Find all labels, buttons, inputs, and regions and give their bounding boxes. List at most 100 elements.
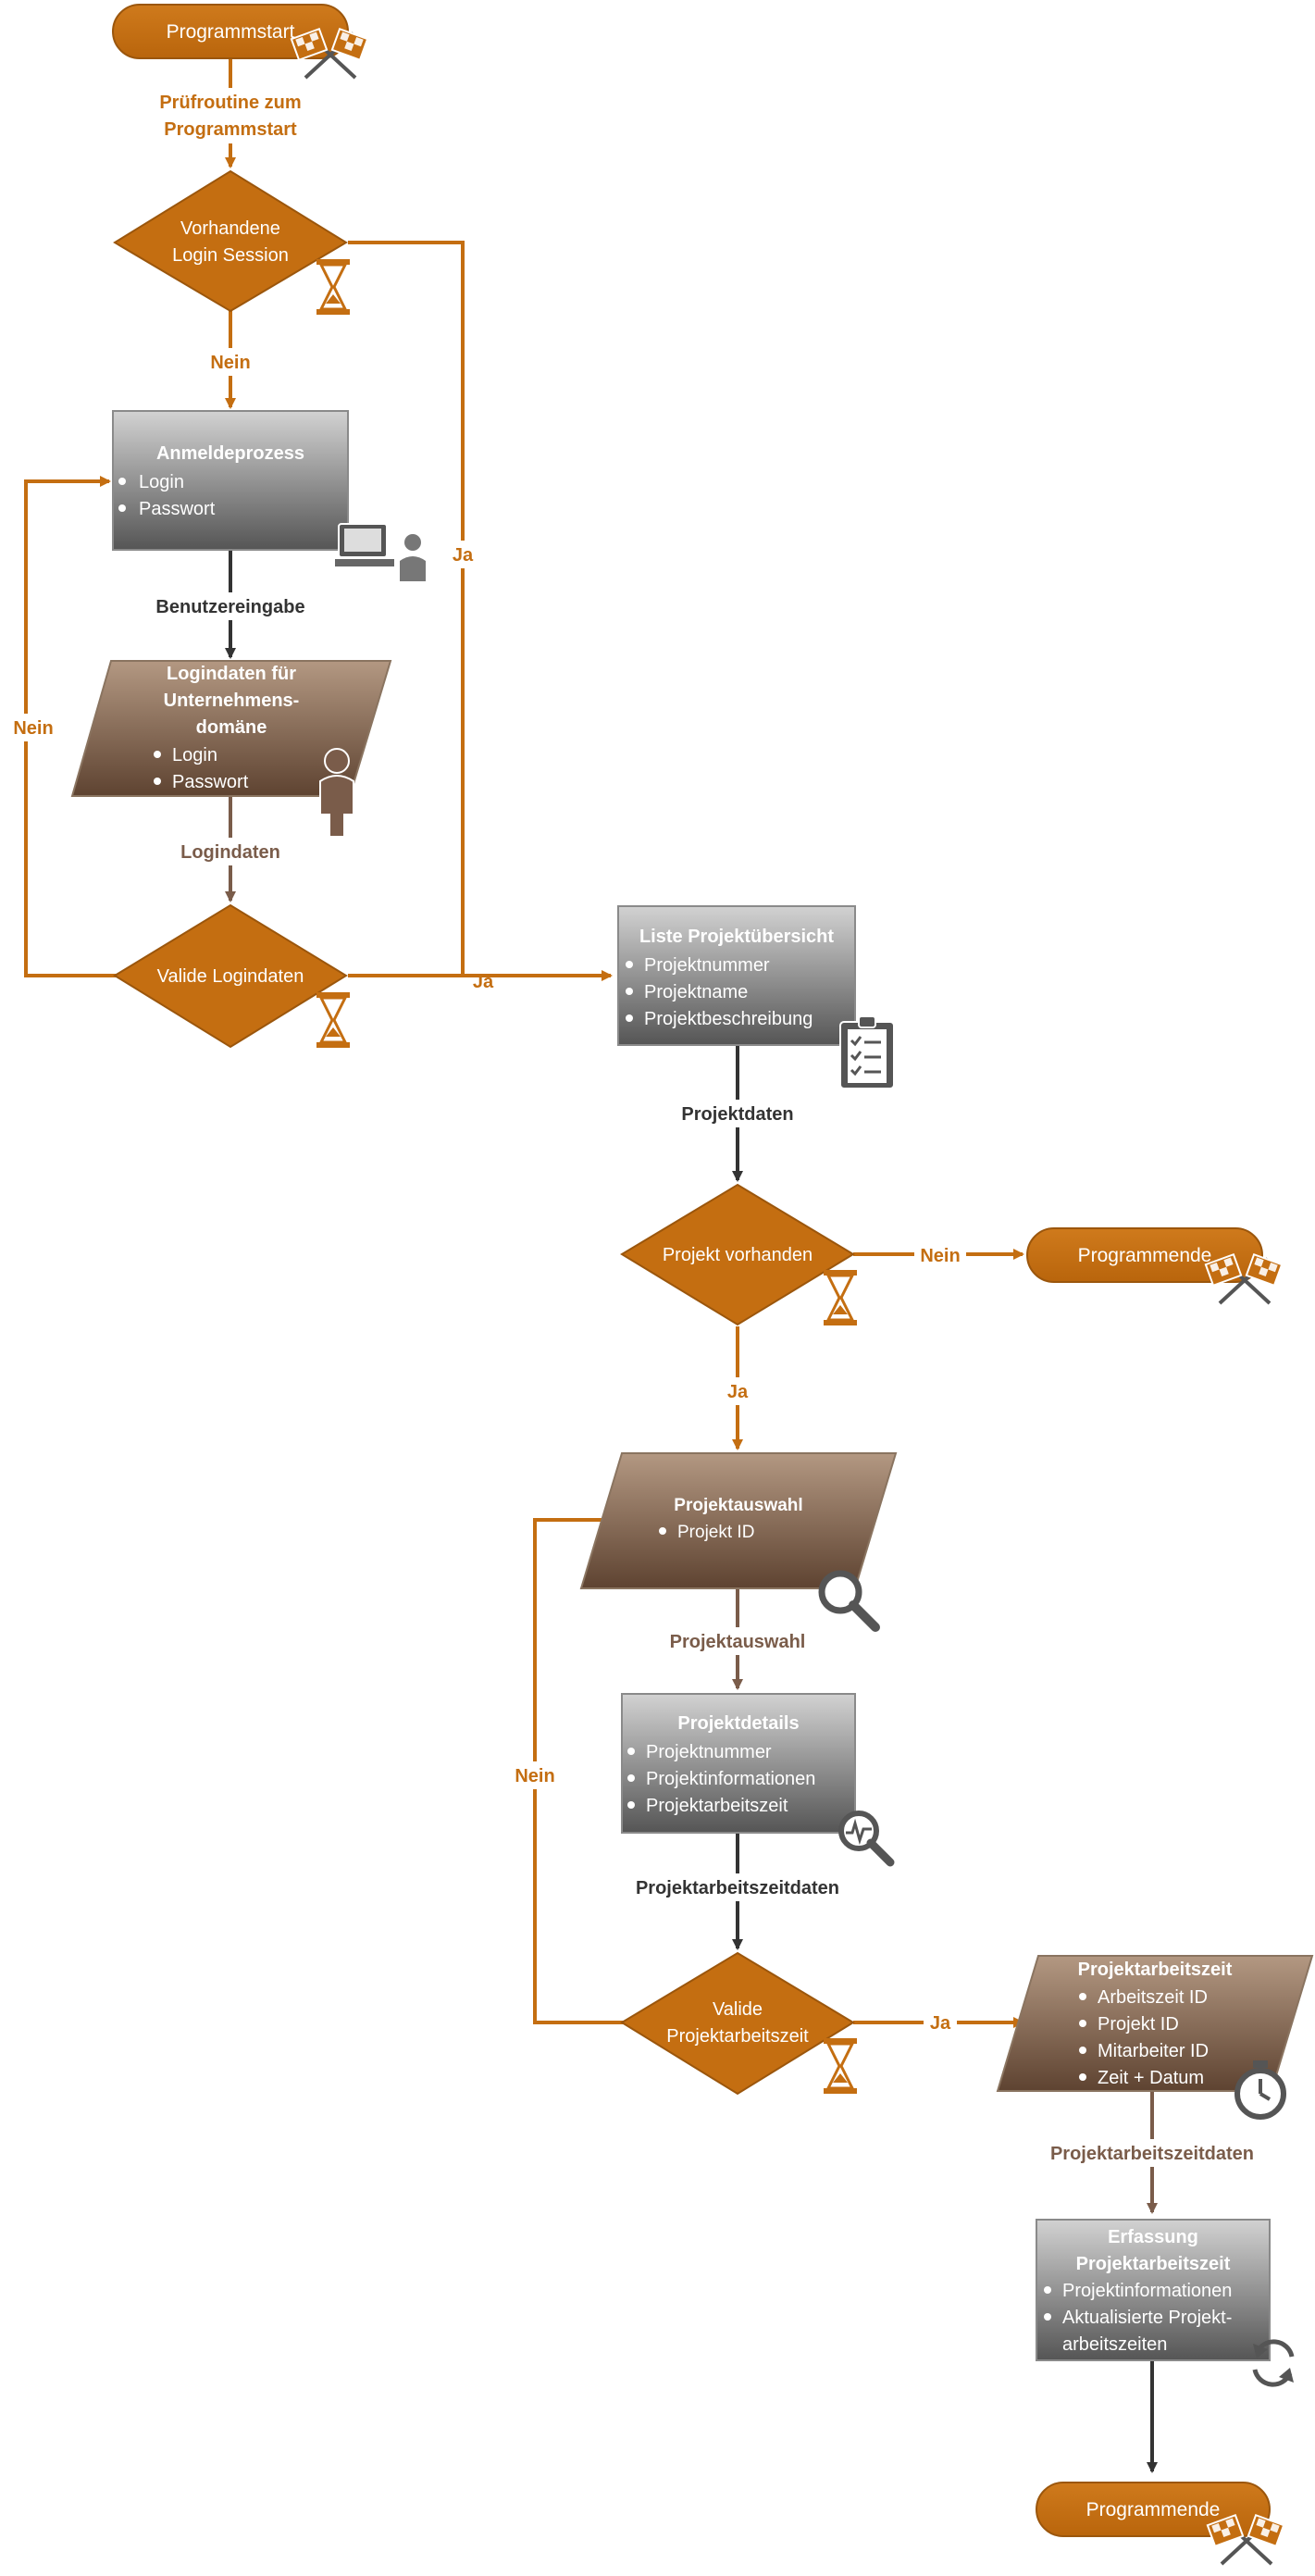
racing-flags-icon	[1206, 2513, 1285, 2566]
bullet	[1079, 2047, 1086, 2054]
data-worktime-title: Projektarbeitszeit	[1078, 1960, 1233, 1980]
process-project-list-item-3: Projektbeschreibung	[644, 1009, 813, 1029]
edge-label-session-no: Nein	[210, 353, 250, 373]
edge-label-exists-no: Nein	[920, 1246, 960, 1266]
data-login-title-2: Unternehmens-	[164, 691, 300, 711]
edge-label-logindata: Logindaten	[180, 842, 280, 863]
edge-label-valid-no: Nein	[13, 718, 53, 739]
process-login-item-2: Passwort	[139, 499, 216, 519]
bullet	[118, 504, 126, 512]
edge-label-projectdata: Projektdaten	[681, 1104, 793, 1125]
bullet	[118, 478, 126, 485]
process-capture: Erfassung Projektarbeitszeit Projektinfo…	[1036, 2219, 1271, 2361]
edge-label-check-1: Prüfroutine zum	[159, 93, 301, 113]
decision-valid-login: Valide Logindaten	[113, 903, 348, 1049]
data-login: Logindaten für Unternehmens- domäne Logi…	[70, 660, 392, 797]
bullet	[1079, 2020, 1086, 2027]
data-worktime: Projektarbeitszeit Arbeitszeit ID Projek…	[996, 1955, 1314, 2092]
process-capture-title-1: Erfassung	[1108, 2227, 1198, 2247]
label-bg	[7, 714, 59, 741]
bullet	[626, 988, 633, 995]
edge-label-worktime-data: Projektarbeitszeitdaten	[636, 1878, 839, 1898]
label-bg	[914, 1241, 966, 1267]
decision-valid-worktime-line2: Projektarbeitszeit	[666, 2026, 809, 2047]
process-project-list-item-1: Projektnummer	[644, 955, 770, 976]
racing-flags-icon	[290, 27, 369, 80]
hourglass-icon	[316, 992, 350, 1048]
edge-label-worktime-yes: Ja	[930, 2013, 951, 2034]
end-terminator-bottom: Programmende	[1036, 2482, 1271, 2537]
process-capture-title-2: Projektarbeitszeit	[1076, 2254, 1231, 2274]
label-bg	[153, 88, 310, 143]
hourglass-icon	[824, 2038, 857, 2094]
magnifier-icon	[818, 1570, 880, 1632]
decision-valid-worktime: Valide Projektarbeitszeit	[620, 1951, 855, 2096]
data-worktime-item-2: Projekt ID	[1098, 2014, 1179, 2035]
edge-label-worktime-no: Nein	[515, 1766, 554, 1786]
data-project-selection-title: Projektauswahl	[674, 1496, 802, 1515]
bullet	[626, 961, 633, 968]
refresh-icon	[1252, 2339, 1295, 2387]
bullet	[626, 1014, 633, 1022]
decision-session-line1: Vorhandene	[180, 218, 280, 239]
hourglass-icon	[316, 259, 350, 315]
data-login-title-3: domäne	[196, 717, 267, 738]
edge-label-worktime-data2: Projektarbeitszeitdaten	[1050, 2144, 1254, 2164]
label-bg	[721, 1377, 754, 1405]
data-login-title-1: Logindaten für	[167, 664, 296, 684]
bullet	[1079, 2073, 1086, 2081]
end-terminator-top: Programmende	[1026, 1227, 1263, 1283]
start-label: Programmstart	[167, 21, 295, 43]
label-bg	[664, 1100, 811, 1127]
clipboard-checklist-icon	[839, 1015, 895, 1089]
end-top-label: Programmende	[1078, 1245, 1212, 1266]
process-project-details-title: Projektdetails	[677, 1713, 799, 1734]
data-worktime-item-1: Arbeitszeit ID	[1098, 1987, 1208, 2008]
edge-session-yes	[348, 241, 465, 977]
label-bg	[199, 348, 262, 376]
process-project-list: Liste Projektübersicht Projektnummer Pro…	[617, 905, 856, 1046]
process-project-details-item-3: Projektarbeitszeit	[646, 1796, 788, 1816]
label-bg	[1029, 2139, 1275, 2167]
stopwatch-icon	[1234, 2060, 1286, 2120]
label-bg	[655, 1627, 820, 1655]
bullet	[627, 1748, 635, 1755]
person-icon	[319, 748, 354, 838]
edge-label-exists-yes: Ja	[727, 1382, 749, 1402]
label-bg	[618, 1873, 857, 1901]
decision-project-exists-label: Projekt vorhanden	[663, 1245, 813, 1265]
edge-label-check-2: Programmstart	[164, 119, 297, 140]
process-project-details: Projektdetails Projektnummer Projektinfo…	[621, 1693, 856, 1834]
process-capture-item-2: Aktualisierte Projekt-	[1062, 2308, 1232, 2328]
process-login-title: Anmeldeprozess	[156, 443, 304, 464]
data-project-selection: Projektauswahl Projekt ID	[579, 1452, 898, 1589]
edge-label-user-input: Benutzereingabe	[155, 597, 304, 617]
process-capture-item-1: Projektinformationen	[1062, 2281, 1232, 2301]
bullet	[659, 1527, 666, 1535]
bullet	[154, 778, 161, 785]
hourglass-icon	[824, 1270, 857, 1325]
decision-valid-worktime-line1: Valide	[713, 1999, 763, 2020]
label-bg	[507, 1761, 563, 1789]
racing-flags-icon	[1204, 1252, 1284, 1305]
label-bg	[143, 592, 317, 620]
end-bottom-label: Programmende	[1086, 2499, 1221, 2520]
label-bg	[446, 541, 479, 568]
edge-label-selection: Projektauswahl	[670, 1632, 806, 1652]
edge-labels: Prüfroutine zum Programmstart Nein Ja Be…	[7, 88, 1275, 2167]
process-capture-item-3: arbeitszeiten	[1062, 2334, 1167, 2355]
data-login-item-2: Passwort	[172, 772, 249, 792]
bullet	[627, 1801, 635, 1809]
decision-session-line2: Login Session	[172, 245, 289, 266]
process-project-list-title: Liste Projektübersicht	[639, 927, 834, 947]
data-login-item-1: Login	[172, 745, 217, 765]
process-project-list-item-2: Projektname	[644, 982, 748, 1002]
label-bg	[171, 838, 290, 865]
label-bg	[924, 2009, 957, 2036]
decision-project-exists: Projekt vorhanden	[620, 1183, 855, 1326]
data-worktime-item-3: Mitarbeiter ID	[1098, 2041, 1209, 2061]
decision-valid-login-label: Valide Logindaten	[157, 966, 304, 987]
edge-label-session-yes: Ja	[453, 545, 474, 566]
data-worktime-item-4: Zeit + Datum	[1098, 2068, 1204, 2088]
